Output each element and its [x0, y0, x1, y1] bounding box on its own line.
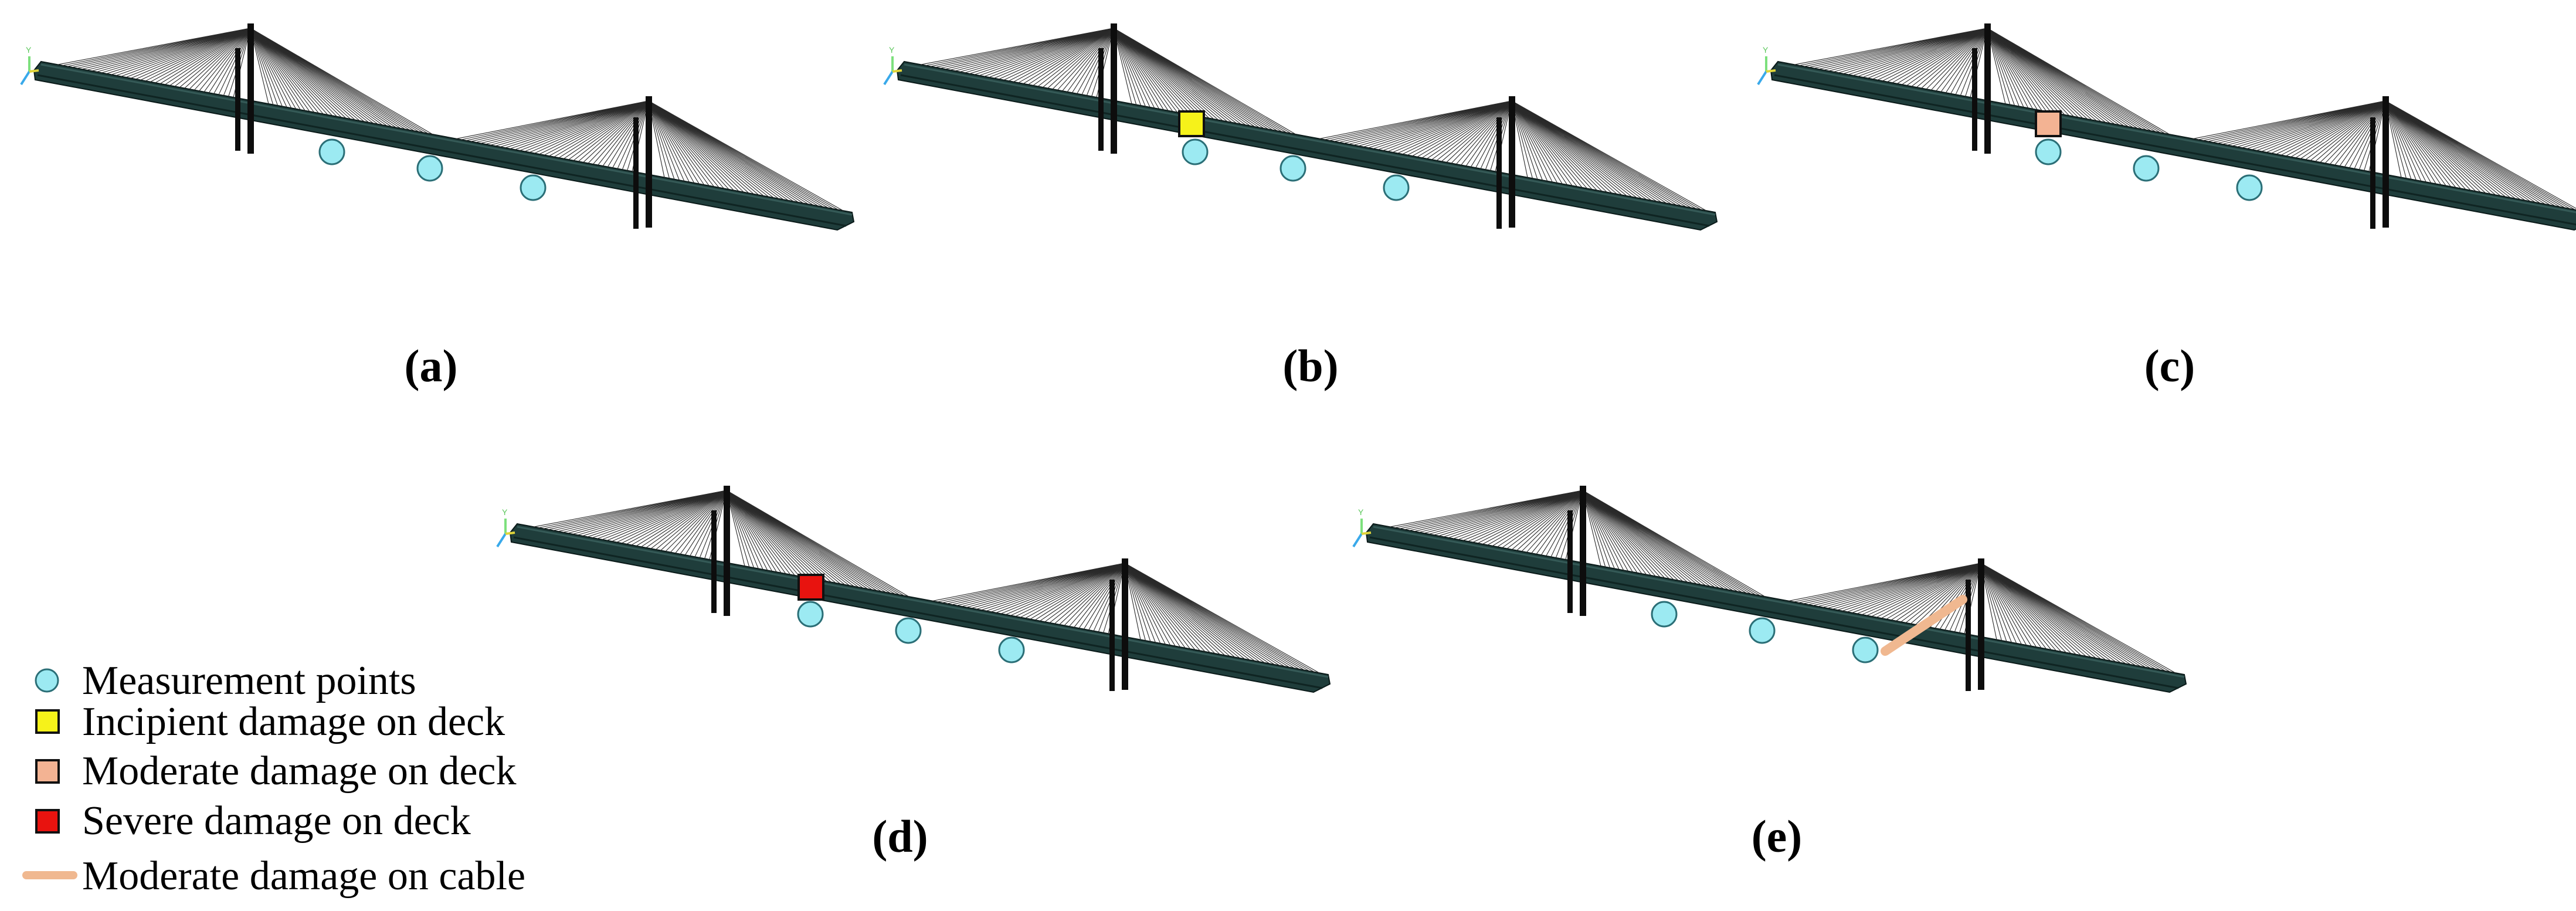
legend-item-severe: Severe damage on deck — [35, 798, 471, 844]
severe-damage-marker — [797, 574, 824, 601]
measurement-point — [1279, 155, 1306, 182]
panel-label-e: (e) — [1752, 811, 1803, 862]
legend-moderate-deck-label: Moderate damage on deck — [82, 749, 517, 794]
bridge-model-a — [20, 22, 855, 231]
moderate-deck-damage-marker — [2035, 110, 2062, 137]
legend-moderate-cable-label: Moderate damage on cable — [82, 854, 525, 899]
panel-e — [1352, 485, 2187, 693]
legend-severe-symbol — [35, 809, 60, 834]
panel-label-a: (a) — [405, 340, 458, 391]
panel-d — [496, 485, 1331, 693]
measurement-point — [520, 174, 547, 201]
legend-item-incipient: Incipient damage on deck — [35, 699, 505, 744]
legend-incipient-label: Incipient damage on deck — [82, 699, 505, 744]
measurement-point — [2035, 138, 2062, 165]
measurement-point — [1383, 174, 1410, 201]
measurement-point — [797, 601, 824, 628]
damaged-cable — [1881, 595, 1967, 656]
legend-severe-label: Severe damage on deck — [82, 798, 471, 844]
measurement-point — [416, 155, 443, 182]
measurement-point — [1852, 636, 1879, 663]
bridge-model-d — [496, 485, 1331, 693]
measurement-point — [1182, 138, 1209, 165]
panel-label-d: (d) — [872, 811, 928, 862]
legend-item-moderate-cable: Moderate damage on cable — [22, 854, 525, 899]
panel-b — [883, 22, 1718, 231]
panel-label-c: (c) — [2144, 340, 2195, 391]
measurement-point — [2236, 174, 2263, 201]
measurement-point — [895, 617, 922, 644]
legend-item-measurement: Measurement points — [35, 658, 416, 703]
bridge-model-e — [1352, 485, 2187, 693]
measurement-point — [1651, 601, 1678, 628]
measurement-point — [318, 138, 345, 165]
measurement-point — [2133, 155, 2160, 182]
bridge-model-b — [883, 22, 1718, 231]
legend-moderate-deck-symbol — [35, 759, 60, 784]
measurement-point — [998, 636, 1025, 663]
legend-measurement-symbol — [35, 668, 59, 693]
legend-measurement-label: Measurement points — [82, 658, 416, 703]
measurement-point — [1749, 617, 1776, 644]
legend: Measurement points Incipient damage on d… — [22, 658, 525, 899]
legend-incipient-symbol — [35, 709, 60, 734]
panel-a — [20, 22, 855, 231]
incipient-damage-marker — [1178, 110, 1205, 137]
panel-c — [1757, 22, 2576, 231]
panel-label-b: (b) — [1282, 340, 1338, 391]
bridge-model-c — [1757, 22, 2576, 231]
legend-item-moderate-deck: Moderate damage on deck — [35, 749, 517, 794]
